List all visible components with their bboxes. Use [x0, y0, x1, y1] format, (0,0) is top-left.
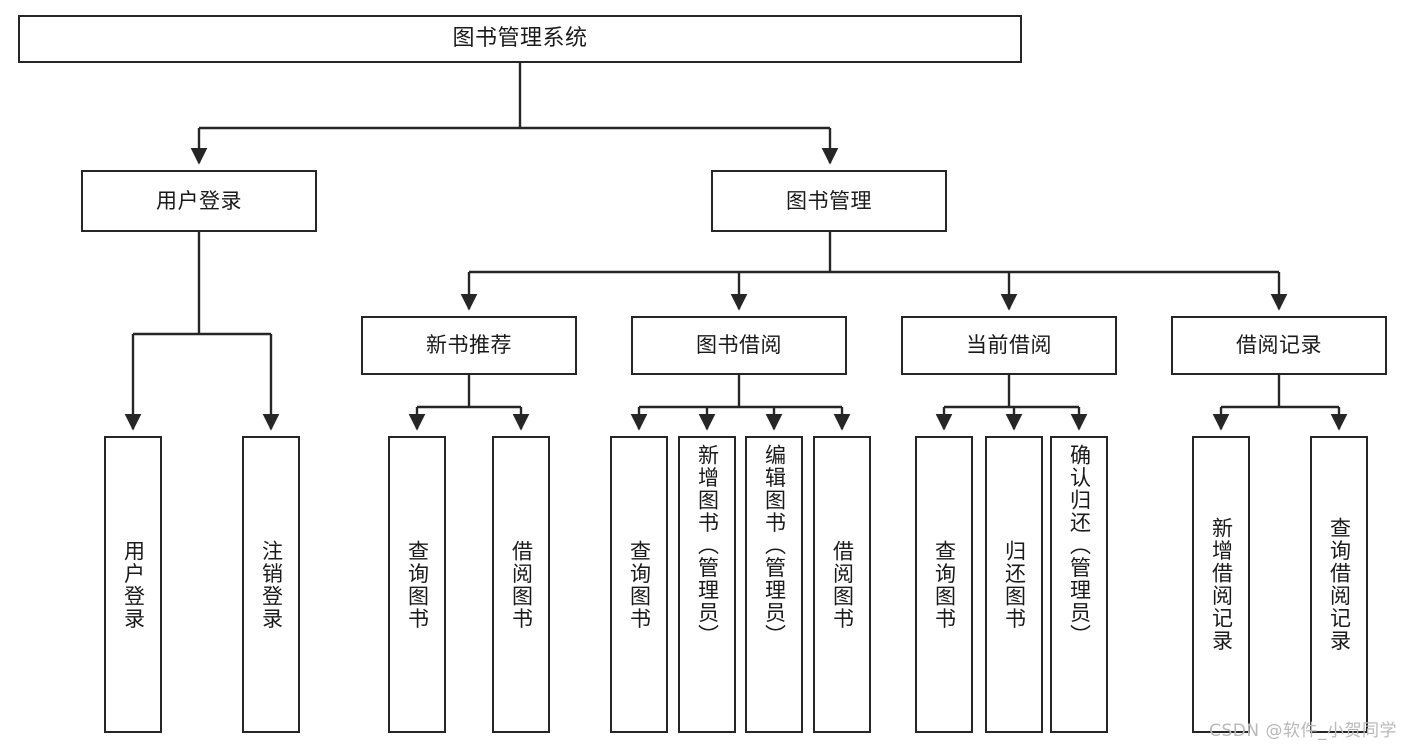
node-leaf-add-book-label: 新增图书（管理员）: [695, 444, 720, 647]
node-leaf-user-login-label: 用户登录: [121, 539, 146, 630]
node-leaf-query-book-3-label: 查询图书: [932, 539, 957, 630]
node-leaf-add-record[interactable]: 新增借阅记录: [1192, 436, 1250, 733]
node-leaf-logout-label: 注销登录: [259, 539, 284, 630]
node-new-book-recommend[interactable]: 新书推荐: [361, 316, 577, 375]
node-current-borrow[interactable]: 当前借阅: [901, 316, 1117, 375]
node-borrow-record[interactable]: 借阅记录: [1171, 316, 1387, 375]
node-user-login-label: 用户登录: [156, 188, 242, 213]
node-leaf-query-book-1[interactable]: 查询图书: [388, 436, 446, 733]
node-leaf-confirm-return-label: 确认归还（管理员）: [1067, 444, 1092, 647]
node-new-book-recommend-label: 新书推荐: [426, 333, 512, 358]
node-leaf-return-book-label: 归还图书: [1002, 539, 1027, 630]
node-leaf-user-login[interactable]: 用户登录: [104, 436, 162, 733]
node-leaf-add-book[interactable]: 新增图书（管理员）: [678, 436, 736, 733]
node-leaf-query-book-2-label: 查询图书: [627, 539, 652, 630]
node-leaf-query-book-2[interactable]: 查询图书: [610, 436, 668, 733]
node-leaf-borrow-book-2-label: 借阅图书: [830, 539, 855, 630]
node-book-borrow-label: 图书借阅: [696, 333, 782, 358]
node-leaf-query-book-3[interactable]: 查询图书: [915, 436, 973, 733]
node-leaf-query-book-1-label: 查询图书: [405, 539, 430, 630]
node-user-login[interactable]: 用户登录: [81, 170, 317, 232]
node-book-manage-label: 图书管理: [786, 188, 872, 213]
node-leaf-borrow-book-1-label: 借阅图书: [509, 539, 534, 630]
node-leaf-logout[interactable]: 注销登录: [242, 436, 300, 733]
node-leaf-return-book[interactable]: 归还图书: [985, 436, 1043, 733]
node-leaf-query-record[interactable]: 查询借阅记录: [1310, 436, 1368, 733]
node-current-borrow-label: 当前借阅: [966, 333, 1052, 358]
node-leaf-borrow-book-1[interactable]: 借阅图书: [492, 436, 550, 733]
csdn-watermark: CSDN @软件_小贺同学: [1209, 721, 1397, 741]
node-root[interactable]: 图书管理系统: [18, 15, 1022, 63]
node-root-label: 图书管理系统: [452, 26, 588, 52]
node-leaf-add-record-label: 新增借阅记录: [1209, 517, 1234, 652]
node-book-borrow[interactable]: 图书借阅: [631, 316, 847, 375]
node-leaf-confirm-return[interactable]: 确认归还（管理员）: [1050, 436, 1108, 733]
node-book-manage[interactable]: 图书管理: [711, 170, 947, 232]
node-leaf-edit-book-label: 编辑图书（管理员）: [762, 444, 787, 647]
node-borrow-record-label: 借阅记录: [1236, 333, 1322, 358]
node-leaf-borrow-book-2[interactable]: 借阅图书: [813, 436, 871, 733]
node-leaf-edit-book[interactable]: 编辑图书（管理员）: [745, 436, 803, 733]
node-leaf-query-record-label: 查询借阅记录: [1327, 517, 1352, 652]
